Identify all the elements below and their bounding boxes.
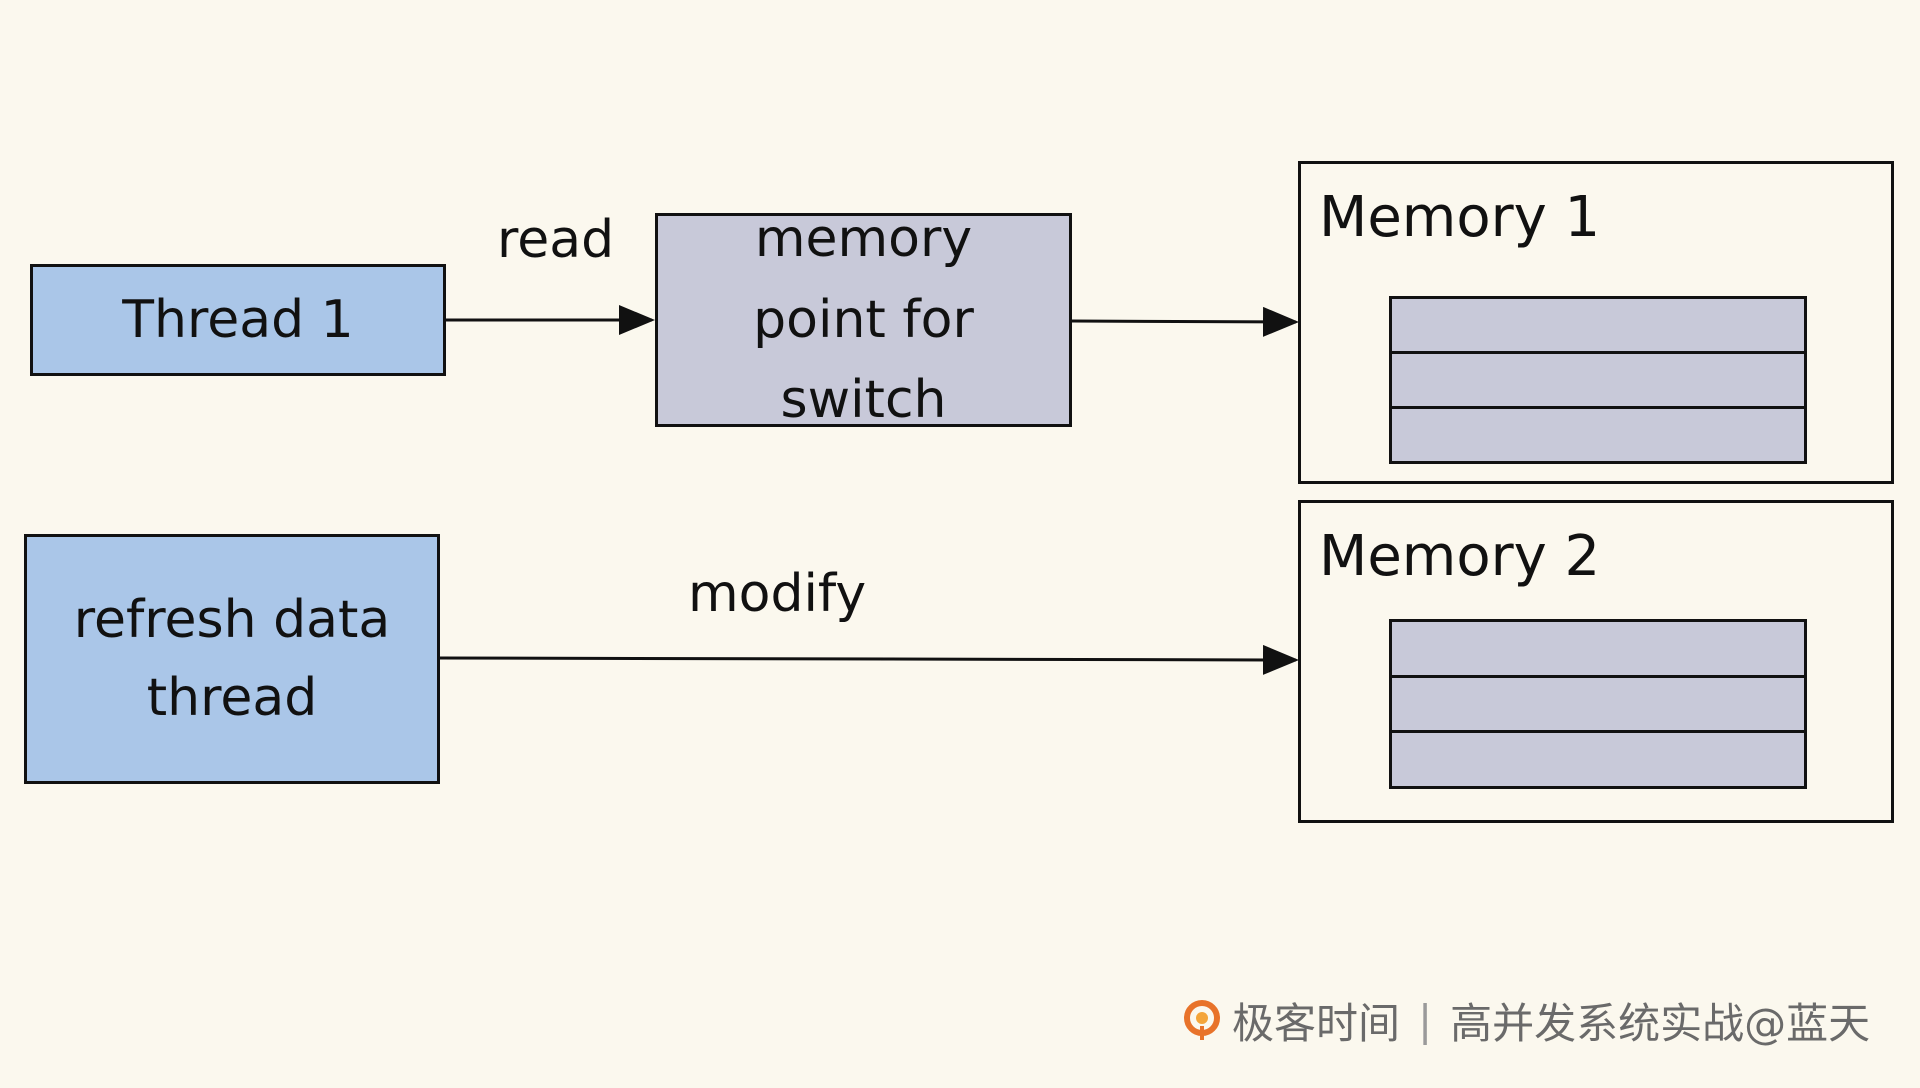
pointer-line-3: switch	[780, 370, 947, 431]
memory-pointer-box: memory point for switch	[655, 209, 1072, 430]
pointer-line-1: memory	[754, 209, 973, 270]
refresh-thread-line-2: thread	[146, 668, 318, 728]
memory2-container: Memory 2	[1298, 500, 1894, 823]
memory1-title: Memory 1	[1319, 185, 1601, 250]
memory2-slots	[1389, 619, 1807, 789]
memory1-slot-3	[1392, 409, 1804, 461]
memory1-slots	[1389, 296, 1807, 464]
pointer-line-2: point for	[753, 289, 974, 350]
geektime-logo-icon	[1184, 1000, 1220, 1040]
read-label: read	[497, 210, 615, 270]
memory2-title: Memory 2	[1319, 524, 1601, 589]
memory2-slot-3	[1392, 733, 1804, 786]
watermark: 极客时间 | 高并发系统实战@蓝天	[1180, 990, 1870, 1050]
memory2-slot-1	[1392, 622, 1804, 678]
memory1-container: Memory 1	[1298, 161, 1894, 484]
modify-arrow	[439, 644, 1299, 675]
refresh-thread-box: refresh data thread	[24, 534, 440, 784]
memory1-slot-2	[1392, 354, 1804, 409]
watermark-course: 高并发系统实战@蓝天	[1450, 998, 1871, 1048]
thread1-box: Thread 1	[30, 264, 446, 376]
memory1-slot-1	[1392, 299, 1804, 354]
memory2-slot-2	[1392, 678, 1804, 734]
pointer-to-memory1-arrow	[1071, 306, 1299, 337]
watermark-brand: 极客时间	[1232, 998, 1401, 1048]
thread1-label: Thread 1	[122, 290, 354, 350]
modify-label: modify	[688, 564, 867, 624]
refresh-thread-line-1: refresh data	[73, 590, 391, 650]
watermark-separator: |	[1418, 995, 1433, 1045]
